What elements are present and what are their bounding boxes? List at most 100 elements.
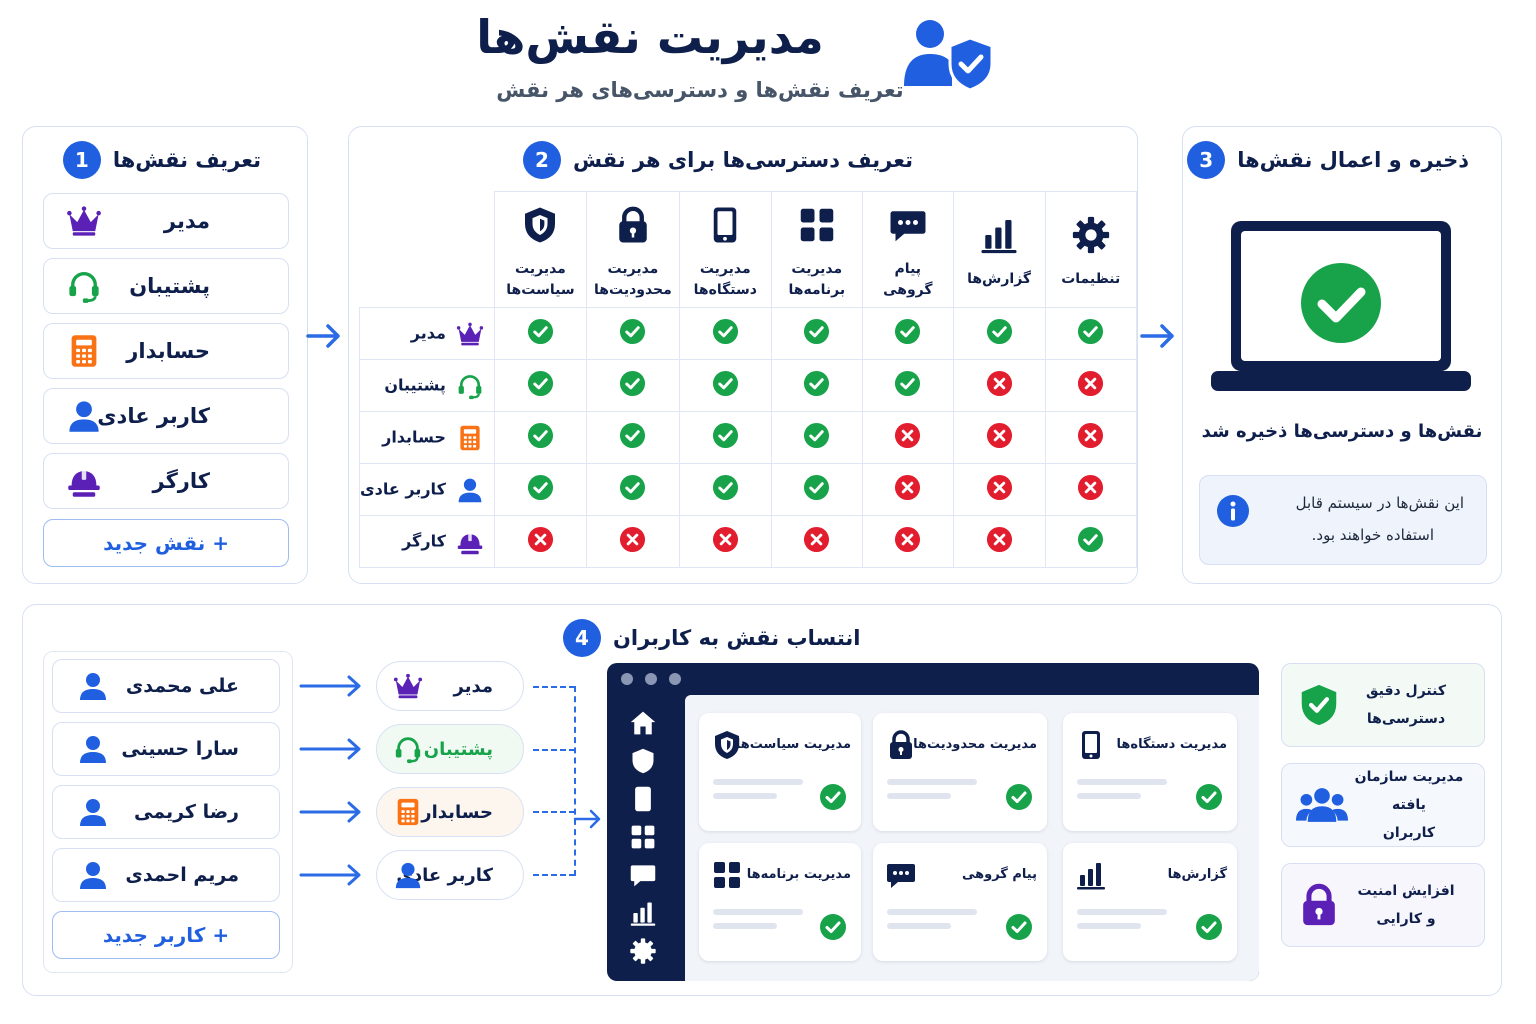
permission-cell[interactable] — [861, 515, 954, 568]
permission-cell[interactable] — [493, 359, 588, 412]
sidebar-shield-icon[interactable] — [629, 747, 657, 775]
user-row[interactable]: سارا حسینی — [52, 722, 280, 776]
permission-cell[interactable] — [770, 359, 863, 412]
user-row[interactable]: رضا کریمی — [52, 785, 280, 839]
step1-header: تعریف نقش‌ها 1 — [62, 141, 261, 179]
cross-icon — [527, 526, 554, 553]
role-card[interactable]: مدیر — [43, 193, 289, 249]
assigned-role-name: حسابدار — [421, 801, 493, 823]
permission-cell[interactable] — [952, 515, 1046, 568]
permission-row: کاربر عادی — [359, 463, 1137, 516]
sidebar-gear-icon[interactable] — [629, 937, 657, 965]
permission-cell[interactable] — [586, 411, 680, 464]
permission-cell[interactable] — [770, 411, 863, 464]
user-icon — [66, 398, 102, 434]
row-role: مدیر — [359, 307, 495, 360]
hardhat-icon — [66, 463, 102, 499]
permission-column-header: تنظیمات — [1044, 191, 1137, 308]
permission-cell[interactable] — [493, 515, 588, 568]
step4-title: انتساب نقش به کاربران — [613, 626, 861, 650]
permission-cell[interactable] — [678, 411, 772, 464]
assign-arrow — [299, 799, 365, 829]
permission-column-header: مدیریت سیاست‌ها — [493, 191, 588, 308]
phone-icon — [705, 205, 745, 245]
permission-cell[interactable] — [770, 463, 863, 516]
permission-cell[interactable] — [1044, 307, 1137, 360]
permission-cell[interactable] — [952, 307, 1046, 360]
dashboard-card[interactable]: مدیریت سیاست‌ها — [699, 713, 861, 831]
permission-cell[interactable] — [1044, 515, 1137, 568]
permission-cell[interactable] — [861, 307, 954, 360]
user-name: رضا کریمی — [133, 801, 239, 823]
assigned-role-pill[interactable]: حسابدار — [376, 787, 524, 837]
cross-icon — [986, 474, 1013, 501]
user-name: علی محمدی — [125, 675, 239, 697]
permission-cell[interactable] — [952, 411, 1046, 464]
arrow-step1-to-step2 — [304, 322, 344, 354]
assigned-role-pill[interactable]: مدیر — [376, 661, 524, 711]
sidebar-chat-icon[interactable] — [629, 861, 657, 889]
row-role-name: مدیر — [410, 323, 446, 342]
step2-title: تعریف دسترسی‌ها برای هر نقش — [572, 148, 913, 172]
user-row[interactable]: علی محمدی — [52, 659, 280, 713]
permission-cell[interactable] — [678, 359, 772, 412]
assigned-role-pill[interactable]: کاربر عادی — [376, 850, 524, 900]
permission-cell[interactable] — [586, 515, 680, 568]
permission-cell[interactable] — [770, 307, 863, 360]
row-role-name: کارگر — [402, 531, 446, 550]
sidebar-home-icon[interactable] — [629, 709, 657, 737]
permission-cell[interactable] — [1044, 359, 1137, 412]
permission-cell[interactable] — [1044, 463, 1137, 516]
dashboard-card-title: مدیریت برنامه‌ها — [747, 867, 851, 882]
users-list-box — [43, 651, 293, 973]
placeholder-line — [713, 909, 803, 915]
sidebar-phone-icon[interactable] — [629, 785, 657, 813]
permission-cell[interactable] — [493, 307, 588, 360]
permission-cell[interactable] — [952, 463, 1046, 516]
permission-cell[interactable] — [586, 359, 680, 412]
dashboard-card[interactable]: پیام گروهی — [873, 843, 1047, 961]
role-name: مدیر — [163, 209, 210, 233]
dashboard-card[interactable]: مدیریت دستگاه‌ها — [1063, 713, 1237, 831]
permission-cell[interactable] — [1044, 411, 1137, 464]
feature-card: افزایش امنیت و کارایی — [1281, 863, 1485, 947]
check-icon — [527, 422, 554, 449]
user-row[interactable]: مریم احمدی — [52, 848, 280, 902]
permission-cell[interactable] — [586, 463, 680, 516]
dashboard-card-title: مدیریت دستگاه‌ها — [1117, 737, 1227, 752]
add-role-button[interactable]: + نقش جدید — [43, 519, 289, 567]
permission-cell[interactable] — [678, 515, 772, 568]
permission-cell[interactable] — [861, 463, 954, 516]
permission-cell[interactable] — [861, 359, 954, 412]
permission-cell[interactable] — [678, 307, 772, 360]
placeholder-line — [1077, 779, 1167, 785]
permission-cell[interactable] — [493, 411, 588, 464]
permission-cell[interactable] — [493, 463, 588, 516]
dashboard-card-title: مدیریت محدودیت‌ها — [913, 737, 1037, 752]
permission-cell[interactable] — [952, 359, 1046, 412]
dashboard-card[interactable]: مدیریت محدودیت‌ها — [873, 713, 1047, 831]
assigned-role-pill[interactable]: پشتیبان — [376, 724, 524, 774]
role-card[interactable]: کارگر — [43, 453, 289, 509]
permission-cell[interactable] — [678, 463, 772, 516]
add-user-button[interactable]: + کاربر جدید — [52, 911, 280, 959]
user-name: سارا حسینی — [121, 738, 239, 760]
save-panel: ذخیره و اعمال نقش‌ها 3 نقش‌ها و دسترسی‌ه… — [1182, 126, 1502, 584]
arrow-to-dashboard — [573, 807, 603, 835]
permission-cell[interactable] — [586, 307, 680, 360]
role-card[interactable]: پشتیبان — [43, 258, 289, 314]
sidebar-chart-icon[interactable] — [629, 899, 657, 927]
check-icon — [619, 370, 646, 397]
sidebar-grid-icon[interactable] — [629, 823, 657, 851]
role-name: پشتیبان — [129, 274, 210, 298]
dashboard-card-title: گزارش‌ها — [1168, 867, 1227, 882]
page-subtitle: تعریف نقش‌ها و دسترسی‌های هر نقش — [496, 78, 904, 102]
check-icon — [527, 474, 554, 501]
dashboard-card[interactable]: مدیریت برنامه‌ها — [699, 843, 861, 961]
role-card[interactable]: حسابدار — [43, 323, 289, 379]
dashboard-card[interactable]: گزارش‌ها — [1063, 843, 1237, 961]
permission-cell[interactable] — [861, 411, 954, 464]
permission-cell[interactable] — [770, 515, 863, 568]
role-card[interactable]: کاربر عادی — [43, 388, 289, 444]
check-icon — [986, 318, 1013, 345]
